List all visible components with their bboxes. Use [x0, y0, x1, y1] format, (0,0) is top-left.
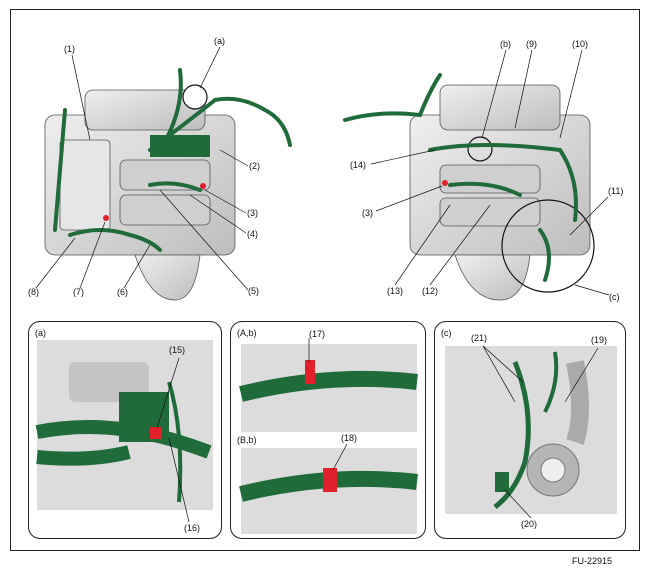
label-8: (8) — [28, 287, 39, 297]
label-16: (16) — [184, 523, 201, 533]
label-1: (1) — [64, 44, 75, 54]
label-9: (9) — [526, 39, 537, 49]
label-7: (7) — [73, 287, 84, 297]
panel-b-title-top: (A,b) — [237, 328, 257, 338]
label-19: (19) — [591, 335, 608, 345]
panel-c-title: (c) — [441, 328, 452, 338]
harness-right — [343, 73, 578, 282]
label-b: (b) — [500, 39, 511, 49]
harness-block-left — [150, 135, 210, 157]
label-20: (20) — [521, 519, 538, 529]
panel-a: (a) (15) (16) — [28, 321, 222, 539]
label-14: (14) — [350, 160, 367, 170]
leader-lines — [35, 46, 610, 296]
label-2: (2) — [249, 161, 260, 171]
clip-marker-left-2 — [200, 183, 206, 189]
label-c: (c) — [609, 292, 620, 302]
label-13: (13) — [387, 286, 404, 296]
engine-left — [44, 84, 236, 301]
harness-left — [53, 68, 292, 252]
label-3-right: (3) — [362, 208, 373, 218]
diagram-frame — [10, 9, 640, 551]
engine-views — [35, 46, 610, 301]
label-10: (10) — [572, 39, 589, 49]
figure-code: FU-22915 — [572, 556, 613, 566]
panel-a-title: (a) — [35, 328, 46, 338]
label-11: (11) — [608, 186, 624, 196]
panel-c: (c) (21) (19) (20) — [434, 321, 626, 539]
label-21: (21) — [471, 333, 488, 343]
label-5: (5) — [248, 286, 259, 296]
label-4: (4) — [247, 229, 258, 239]
engine-right — [409, 84, 595, 301]
label-6: (6) — [117, 287, 128, 297]
panel-b: (A,b) (B,b) (17) (18) — [230, 321, 426, 539]
clip-marker-right — [442, 180, 448, 186]
panel-b-image — [239, 338, 418, 534]
label-15: (15) — [169, 345, 186, 355]
panel-a-image — [35, 340, 213, 523]
panel-c-image — [445, 345, 617, 519]
label-17: (17) — [309, 329, 326, 339]
label-a: (a) — [214, 36, 225, 46]
label-12: (12) — [422, 286, 439, 296]
panel-b-title-bottom: (B,b) — [237, 435, 257, 445]
label-18: (18) — [341, 433, 358, 443]
label-3-left: (3) — [247, 208, 258, 218]
clip-marker-left — [103, 215, 109, 221]
